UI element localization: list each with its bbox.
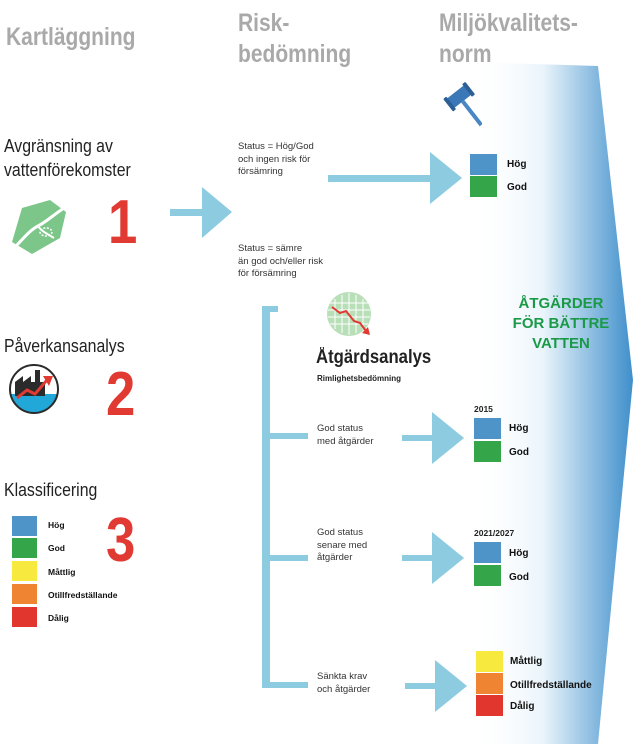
gavel-icon	[443, 82, 482, 127]
branch-3-dalig-swatch	[476, 695, 503, 716]
step-title-paverkansanalys: Påverkansanalys	[4, 336, 125, 356]
legend-swatch-god	[12, 538, 37, 558]
branch-2-year: 2021/2027	[474, 528, 515, 538]
branch-connector-2	[262, 555, 308, 561]
factory-icon	[9, 364, 59, 414]
branch-top-cap	[262, 306, 278, 312]
branch-3-mattlig-label: Måttlig	[510, 656, 543, 667]
legend-label-god: God	[48, 543, 65, 553]
step-number-2: 2	[106, 360, 136, 429]
branch-1-god-swatch	[474, 441, 501, 462]
branch-3-arrow	[405, 660, 467, 712]
branch-3-mattlig-swatch	[476, 651, 503, 672]
branch-1-hog-swatch	[474, 418, 501, 439]
measures-for-better-water-text: ÅTGÄRDER FÖR BÄTTRE VATTEN	[512, 295, 610, 352]
branch-2-arrow	[402, 532, 464, 584]
branch-1-hog-label: Hög	[509, 423, 529, 434]
branch-3-label: Sänkta krav och åtgärder	[317, 671, 371, 695]
branch-connector-3	[262, 682, 308, 688]
outcome-top-hog-swatch	[470, 154, 497, 175]
step-title-klassificering: Klassificering	[4, 480, 98, 500]
risk-status-good-text: Status = Hög/God och ingen risk för förs…	[238, 141, 314, 177]
step-title-avgransning: Avgränsning av vattenförekomster	[4, 136, 131, 180]
map-icon	[12, 200, 66, 254]
legend-label-mattlig: Måttlig	[48, 567, 76, 577]
branch-2-hog-swatch	[474, 542, 501, 563]
legend-swatch-hog	[12, 516, 37, 536]
legend-label-hog: Hög	[48, 520, 65, 530]
branch-1-year: 2015	[474, 404, 493, 414]
branch-2-god-swatch	[474, 565, 501, 586]
arrow-good-status	[328, 152, 462, 204]
branch-1-label: God status med åtgärder	[317, 423, 374, 447]
branch-2-label: God status senare med åtgärder	[317, 527, 368, 563]
branch-trunk	[262, 306, 270, 688]
outcome-top-hog-label: Hög	[507, 159, 527, 170]
branch-1-arrow	[402, 412, 464, 464]
column-title-risk: Risk- bedömning	[238, 9, 352, 68]
analysis-title: Åtgärdsanalys	[316, 347, 432, 368]
legend-label-otillfredstallande: Otillfredställande	[48, 590, 118, 600]
branch-2-god-label: God	[509, 572, 529, 583]
branch-2-hog-label: Hög	[509, 548, 529, 559]
branch-1-god-label: God	[509, 447, 529, 458]
legend-label-dalig: Dålig	[48, 613, 69, 623]
column-title-mapping: Kartläggning	[6, 23, 136, 51]
legend-swatch-mattlig	[12, 561, 37, 581]
legend-swatch-dalig	[12, 607, 37, 627]
column-title-norm: Miljökvalitets- norm	[439, 9, 578, 68]
step-number-1: 1	[108, 188, 138, 257]
outcome-top-god-label: God	[507, 182, 527, 193]
branch-3-otillfredstallande-label: Otillfredställande	[510, 680, 592, 691]
branch-3-dalig-label: Dålig	[510, 701, 535, 712]
branch-3-otillfredstallande-swatch	[476, 673, 503, 694]
branch-connector-1	[262, 433, 308, 439]
declining-chart-icon	[327, 292, 371, 336]
analysis-subtitle: Rimlighetsbedömning	[317, 374, 401, 383]
risk-status-worse-text: Status = sämre än god och/eller risk för…	[238, 243, 324, 279]
step-number-3: 3	[106, 506, 136, 575]
arrow-step1-to-risk	[170, 187, 232, 238]
outcome-top-god-swatch	[470, 176, 497, 197]
legend-swatch-otillfredstallande	[12, 584, 37, 604]
